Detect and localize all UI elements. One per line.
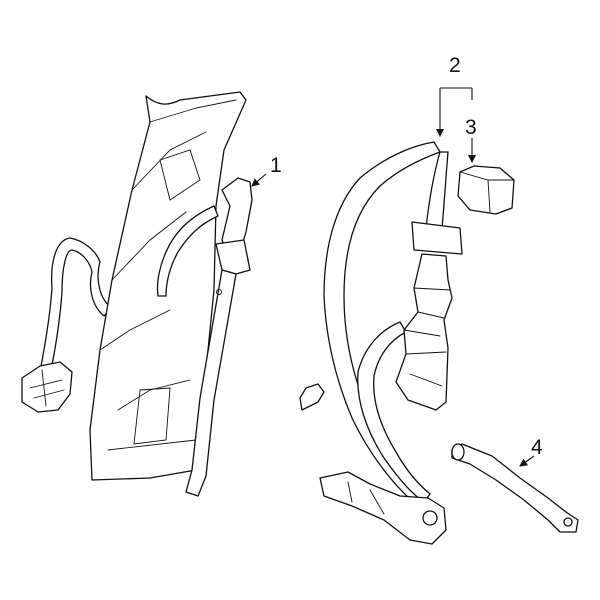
belt-rail [185, 269, 237, 497]
belt-adjuster [215, 239, 251, 275]
retractor-cover [457, 165, 515, 215]
pillar-belt-assembly [21, 91, 253, 497]
retractor-belt-assembly [299, 141, 463, 545]
shoulder-belt-strap [156, 205, 219, 297]
callout-number-2: 2 [449, 54, 461, 77]
latch-plate [21, 361, 73, 413]
retractor-body [395, 253, 453, 411]
anchor-bracket [451, 443, 579, 533]
callout-number-3: 3 [465, 116, 477, 139]
bracket-end [451, 443, 465, 461]
callout-leaders [251, 87, 535, 467]
callout-number-1: 1 [270, 154, 282, 177]
bracket-bolt-hole [563, 517, 573, 527]
callout-number-4: 4 [531, 436, 543, 459]
anchor-bolt-hole [422, 510, 438, 526]
anchor-plate [319, 471, 447, 545]
belt-webbing [425, 151, 449, 229]
guide-clip [299, 383, 325, 411]
retractor-sleeve [411, 221, 463, 255]
